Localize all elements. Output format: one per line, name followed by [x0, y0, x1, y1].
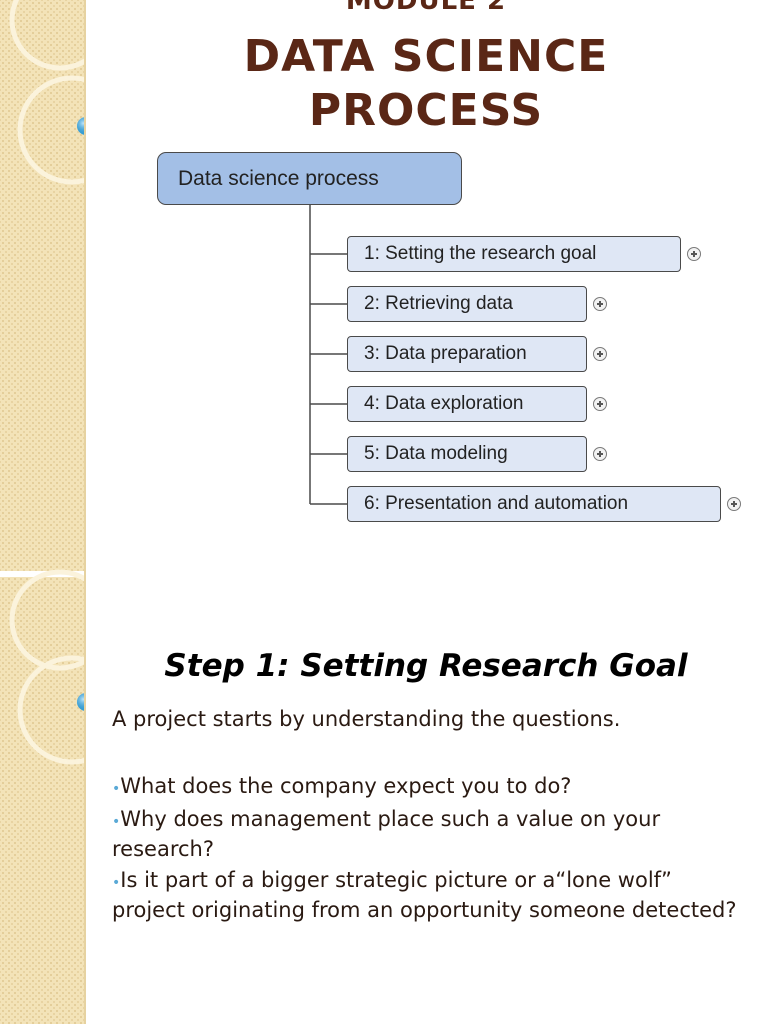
diagram-step-3: 3: Data preparation — [347, 336, 587, 372]
decorative-sidebar — [0, 0, 86, 1024]
diagram-step-4: 4: Data exploration — [347, 386, 587, 422]
diagram-root-node: Data science process — [157, 152, 462, 205]
bullet-item: •What does the company expect you to do? — [112, 773, 742, 803]
slide-title: DATA SCIENCE PROCESS — [84, 30, 768, 138]
step-heading: Step 1: Setting Research Goal — [164, 648, 688, 684]
expand-plus-icon — [687, 247, 701, 261]
bullet-text: Is it part of a bigger strategic picture… — [112, 868, 737, 922]
expand-plus-icon — [593, 397, 607, 411]
diagram-step-6: 6: Presentation and automation — [347, 486, 721, 522]
bullet-item: •Why does management place such a value … — [112, 806, 742, 863]
tree-connectors — [309, 205, 347, 505]
expand-plus-icon — [593, 447, 607, 461]
bullet-marker: • — [112, 875, 121, 891]
ring-ornament-bottom — [9, 569, 84, 765]
bullet-item: •Is it part of a bigger strategic pictur… — [112, 867, 742, 924]
bullet-text: Why does management place such a value o… — [112, 807, 661, 861]
diagram-step-5: 5: Data modeling — [347, 436, 587, 472]
expand-plus-icon — [593, 297, 607, 311]
module-label: MODULE 2 — [345, 0, 507, 16]
slide-title-line-1: DATA SCIENCE — [243, 31, 609, 82]
intro-text: A project starts by understanding the qu… — [112, 707, 621, 731]
ring-ornament-top — [9, 0, 84, 185]
expand-plus-icon — [593, 347, 607, 361]
bullet-marker: • — [112, 781, 121, 797]
expand-plus-icon — [727, 497, 741, 511]
bullet-text: What does the company expect you to do? — [120, 774, 572, 798]
bullet-marker: • — [112, 814, 121, 830]
diagram-step-2: 2: Retrieving data — [347, 286, 587, 322]
slide-title-line-2: PROCESS — [308, 85, 544, 136]
diagram-step-1: 1: Setting the research goal — [347, 236, 681, 272]
